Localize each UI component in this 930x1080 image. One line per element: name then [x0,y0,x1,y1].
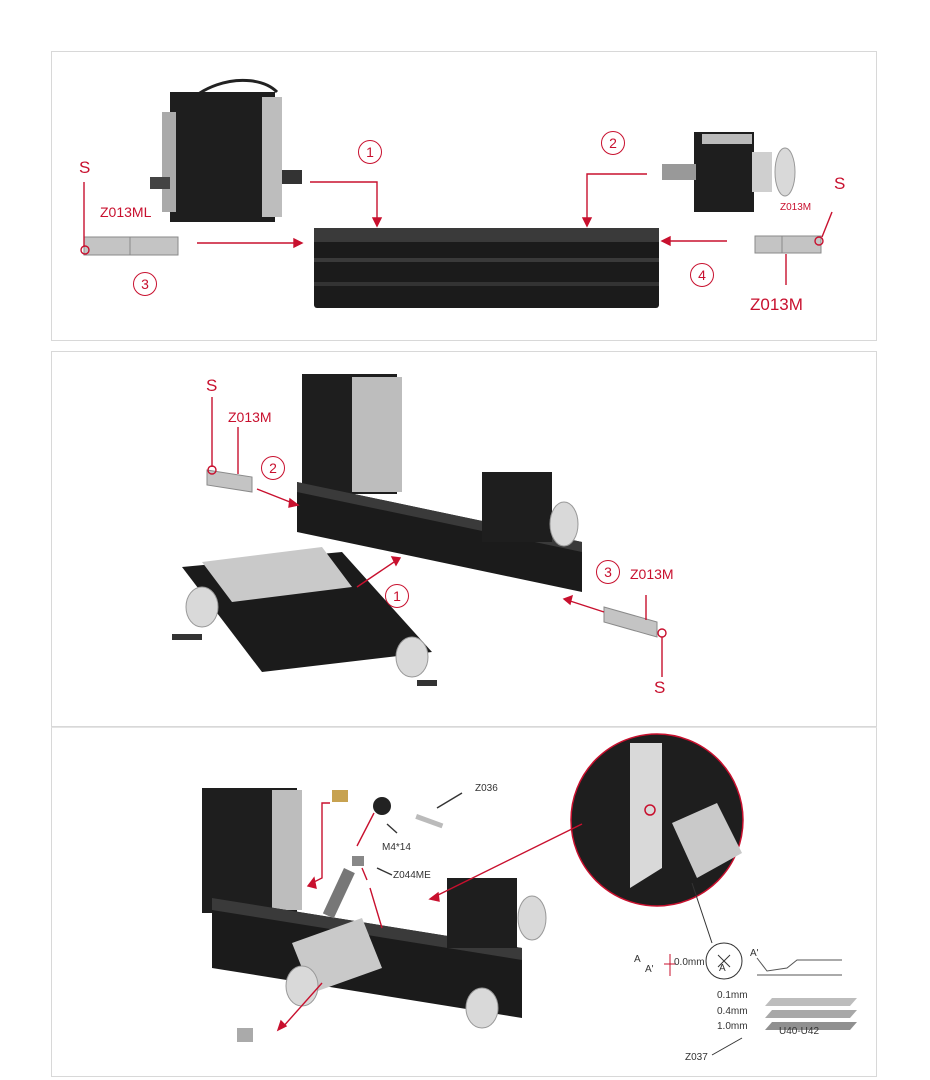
step-1-marker: 1 [385,584,409,608]
z013m-small-label: Z013M [780,202,812,213]
step-2-marker: 2 [261,456,285,480]
panel3-arrows [276,792,743,1056]
zoom-circle [570,733,744,907]
bar-z013m [754,235,822,254]
alignment-diagram [664,942,842,980]
a-prime-label-right: A' [750,948,759,959]
zero-mm-label: 0.0mm [674,957,705,968]
bar-z013m-right [603,606,658,638]
lathe-bed [314,228,659,308]
z036-label: Z036 [475,783,498,794]
tailstock [662,132,796,212]
panel2-arrows [207,397,667,677]
panel2-drawing [172,374,667,686]
s-label-top: S [206,376,218,395]
step-4-marker: 4 [690,263,714,287]
step-1-marker: 1 [358,140,382,164]
s-label-bottom: S [654,678,666,697]
m4x14-label: M4*14 [382,842,411,853]
assembled-lathe [297,374,582,592]
panel-tool-adjustment: Z036 M4*14 Z044ME A A' 0.0mm A' A 0.1mm … [51,727,877,1077]
cross-slide [172,547,437,686]
panel1-arrows [80,173,833,285]
panel3-drawing [202,733,857,1056]
s-label-right: S [834,174,846,193]
z037-label: Z037 [685,1052,708,1063]
panel1-drawing [80,78,833,308]
mm01-label: 0.1mm [717,990,748,1001]
step-3-marker: 3 [133,272,157,296]
a-prime-label-left: A' [645,964,654,975]
z044me-label: Z044ME [393,870,431,881]
u40-u42-label: U40-U42 [779,1026,820,1037]
bar-z013ml [83,236,179,256]
z013m-big-label: Z013M [750,295,803,314]
a-cross-label: A [719,963,726,974]
mm10-label: 1.0mm [717,1021,748,1032]
shim-strips [765,998,857,1030]
mm04-label: 0.4mm [717,1006,748,1017]
a-label-left: A [634,954,641,965]
z013m-top-label: Z013M [228,409,272,425]
step-2-marker: 2 [601,131,625,155]
z013m-right-label: Z013M [630,566,674,582]
bar-z013m-top [206,469,253,493]
panel-assembly-bed: S Z013ML S Z013M Z013M 1 2 3 4 [51,51,877,341]
tool-parts [237,790,444,1042]
headstock-motor [150,78,302,222]
z013ml-label: Z013ML [100,204,152,220]
lathe-with-tool-post [202,788,547,1029]
panel-assembly-cross-slide: S Z013M 2 1 3 Z013M S [51,351,877,727]
s-label-left: S [79,158,91,177]
step-3-marker: 3 [596,560,620,584]
